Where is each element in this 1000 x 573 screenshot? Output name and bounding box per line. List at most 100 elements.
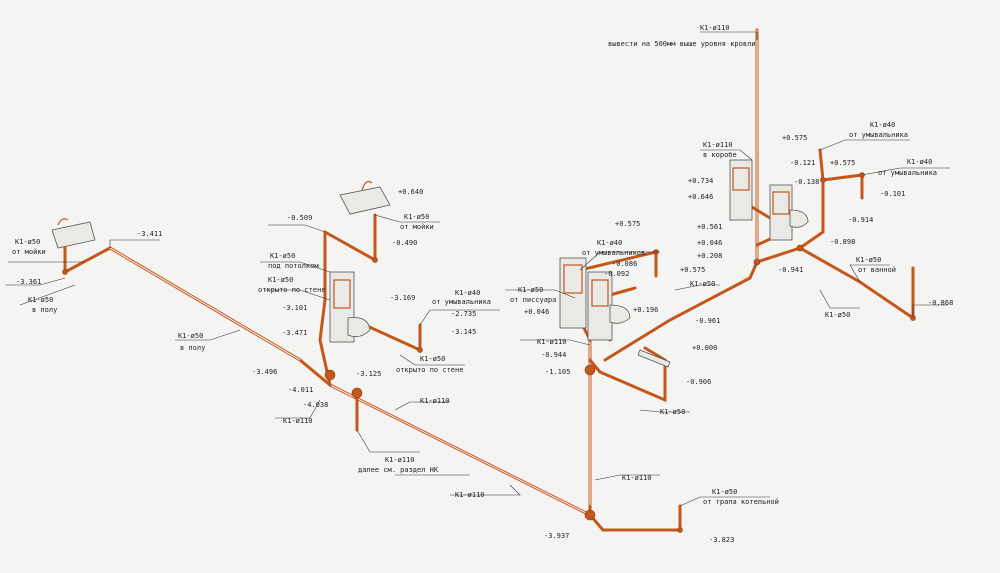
- fittings: [62, 172, 916, 533]
- note-ceiling: под потолком: [268, 262, 319, 270]
- branch-urinal: [588, 346, 667, 403]
- elev-mark: +0.196: [633, 306, 658, 314]
- note-bath: от ванной: [858, 266, 896, 274]
- leader-lines: [5, 31, 950, 507]
- elev-mark: -0.914: [848, 216, 873, 224]
- fitting-elbow: [372, 257, 378, 263]
- note-urinal: от писсуара: [510, 296, 556, 304]
- elev-mark: -0.868: [928, 299, 953, 307]
- urinal-installation-icon: [559, 257, 631, 341]
- label-sink-left: K1-ø50: [15, 238, 40, 246]
- label-basin2: K1-ø40: [907, 158, 932, 166]
- elev-mark: -3.145: [451, 328, 476, 336]
- label-riser-top: K1-ø110: [700, 24, 730, 32]
- label-box-pipe: K1-ø110: [703, 141, 733, 149]
- branch-right-upper: [755, 246, 915, 321]
- label-sink-mid: K1-ø50: [404, 213, 429, 221]
- label-floor-mid: K1-ø50: [178, 332, 203, 340]
- label-k110-a: K1-ø110: [537, 338, 567, 346]
- elev-mark: -4.011: [288, 386, 313, 394]
- label-wall2: K1-ø50: [420, 355, 445, 363]
- note-riser-top: вывести на 500мм выше уровня кровли: [608, 40, 756, 48]
- label-k50-center: K1-ø50: [660, 408, 685, 416]
- elev-mark: +0.046: [524, 308, 549, 316]
- fitting-elbow: [62, 269, 68, 275]
- elev-mark: -3.169: [390, 294, 415, 302]
- label-k110-c: K1-ø110: [420, 397, 450, 405]
- elev-mark: -0.906: [686, 378, 711, 386]
- note-basin2: от умывальника: [878, 169, 937, 177]
- note-floor-left: в полу: [32, 306, 57, 314]
- elev-mark: -0.941: [778, 266, 803, 274]
- label-k110-e: K1-ø110: [622, 474, 652, 482]
- tray-icon: [637, 349, 671, 368]
- fixtures: [51, 159, 809, 368]
- fitting-tee: [753, 258, 761, 266]
- pipe-network: [63, 28, 915, 532]
- fitting-elbow-bottom: [584, 509, 596, 521]
- elev-mark: +0.575: [830, 159, 855, 167]
- elev-mark: -0.509: [287, 214, 312, 222]
- main-riser: [748, 28, 759, 280]
- label-floor-left: K1-ø50: [28, 296, 53, 304]
- elev-mark: +0.208: [697, 252, 722, 260]
- elev-mark: -0.086: [612, 260, 637, 268]
- label-trap: K1-ø50: [712, 488, 737, 496]
- note-basins4: от умывальников: [582, 249, 645, 257]
- label-ceiling: K1-ø50: [270, 252, 295, 260]
- elev-mark: -3.125: [356, 370, 381, 378]
- elev-mark: +0.046: [697, 239, 722, 247]
- elev-mark: -3.937: [544, 532, 569, 540]
- elev-mark: -0.961: [695, 317, 720, 325]
- note-floor-mid: в полу: [180, 344, 205, 352]
- pipe-labels: K1-ø110 вывести на 500мм выше уровня кро…: [12, 24, 937, 506]
- label-bath: K1-ø50: [856, 256, 881, 264]
- branch-toilet-mid: [318, 230, 332, 387]
- branch-trap: [588, 504, 682, 532]
- note-hk: далее см. раздел НК: [358, 466, 439, 474]
- note-wall2: открыто по стене: [396, 366, 463, 374]
- note-basin1: от умывальника: [849, 131, 908, 139]
- fitting-cross: [584, 364, 596, 376]
- label-urinal: K1-ø50: [518, 286, 543, 294]
- elev-mark: -3.823: [709, 536, 734, 544]
- elev-mark: -0.490: [392, 239, 417, 247]
- elev-mark: -0.944: [541, 351, 566, 359]
- elev-mark: -3.361: [16, 278, 41, 286]
- note-trap: от трапа котельной: [703, 498, 779, 506]
- elev-mark: -0.121: [790, 159, 815, 167]
- elev-mark: -0.101: [880, 190, 905, 198]
- note-box-pipe: в коробе: [703, 151, 737, 159]
- elev-mark: -3.471: [282, 329, 307, 337]
- note-sink-left: от мойки: [12, 248, 46, 256]
- elev-mark: -3.496: [252, 368, 277, 376]
- label-k110-b: K1-ø110: [283, 417, 313, 425]
- fitting-elbow: [677, 527, 683, 533]
- elev-mark: +0.561: [697, 223, 722, 231]
- elev-mark: +0.575: [615, 220, 640, 228]
- fitting-tee: [796, 244, 804, 252]
- diagonal-collector: [603, 276, 752, 362]
- label-basin1: K1-ø40: [870, 121, 895, 129]
- elev-mark: +0.646: [688, 193, 713, 201]
- elev-mark: -0.092: [604, 270, 629, 278]
- elev-mark: +0.640: [398, 188, 423, 196]
- label-basin3: K1-ø40: [455, 289, 480, 297]
- label-basins4: K1-ø40: [597, 239, 622, 247]
- elev-mark: +0.734: [688, 177, 713, 185]
- elev-mark: +0.000: [692, 344, 717, 352]
- elev-mark: -1.105: [545, 368, 570, 376]
- label-k110-d: K1-ø110: [455, 491, 485, 499]
- label-k50-mid: K1-ø50: [690, 280, 715, 288]
- toilet-installation-mid-icon: [329, 271, 371, 343]
- ceiling-pipe: [323, 213, 377, 263]
- note-sink-mid: от мойки: [400, 223, 434, 231]
- elev-mark: -3.411: [137, 230, 162, 238]
- note-basin3: от умывальника: [432, 298, 491, 306]
- elev-mark: -0.898: [830, 238, 855, 246]
- fitting-elbow: [417, 347, 423, 353]
- note-wall1: открыто по стене: [258, 286, 325, 294]
- elev-mark: -4.038: [303, 401, 328, 409]
